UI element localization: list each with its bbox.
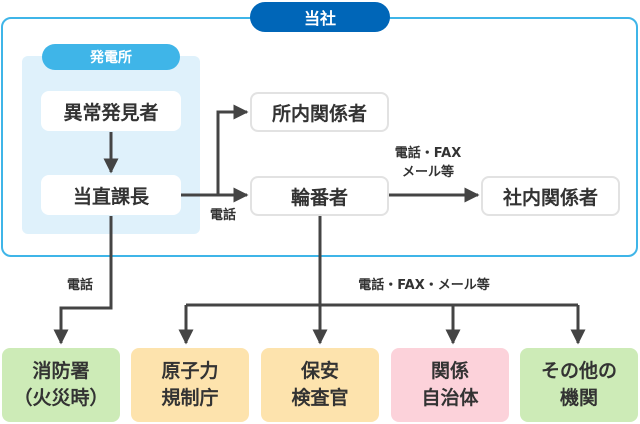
company-title: 当社	[250, 2, 390, 32]
label-to-fire: 電話	[66, 278, 93, 293]
ext-other-line2: 機関	[559, 387, 598, 409]
ext-other-agencies: その他の機関	[520, 348, 638, 422]
ext-inspector-line1: 保安	[300, 360, 339, 382]
ext-inspector-line2: 検査官	[291, 387, 349, 409]
node-company-staff: 社内関係者	[481, 176, 620, 216]
ext-nra-line2: 規制庁	[161, 387, 219, 409]
ext-fire-line1: 消防署	[32, 360, 90, 382]
ext-municipality-line2: 自治体	[421, 387, 479, 409]
ext-other-line1: その他の	[540, 360, 617, 382]
ext-nuclear-regulation-authority: 原子力規制庁	[131, 348, 249, 422]
arrow-duty-to-site-staff	[216, 104, 249, 195]
label-to-rotation: 電話	[209, 208, 236, 223]
label-to-company-line1: 電話・FAX	[394, 146, 462, 161]
node-discoverer: 異常発見者	[41, 91, 181, 131]
ext-municipality-line1: 関係	[430, 360, 469, 382]
node-rotation-staff: 輪番者	[250, 176, 389, 216]
ext-safety-inspector: 保安検査官	[261, 348, 379, 422]
ext-municipality: 関係自治体	[391, 348, 509, 422]
node-duty-manager: 当直課長	[41, 175, 181, 215]
arrow-duty-to-fire	[53, 216, 113, 345]
plant-title: 発電所	[42, 44, 180, 70]
label-to-company-line2: メール等	[401, 165, 454, 180]
ext-nra-line1: 原子力	[161, 360, 219, 382]
ext-fire-department: 消防署 （火災時）	[2, 348, 120, 422]
ext-fire-line2: （火災時）	[13, 387, 109, 409]
node-site-staff: 所内関係者	[250, 92, 389, 132]
label-to-external: 電話・FAX・メール等	[358, 278, 490, 293]
